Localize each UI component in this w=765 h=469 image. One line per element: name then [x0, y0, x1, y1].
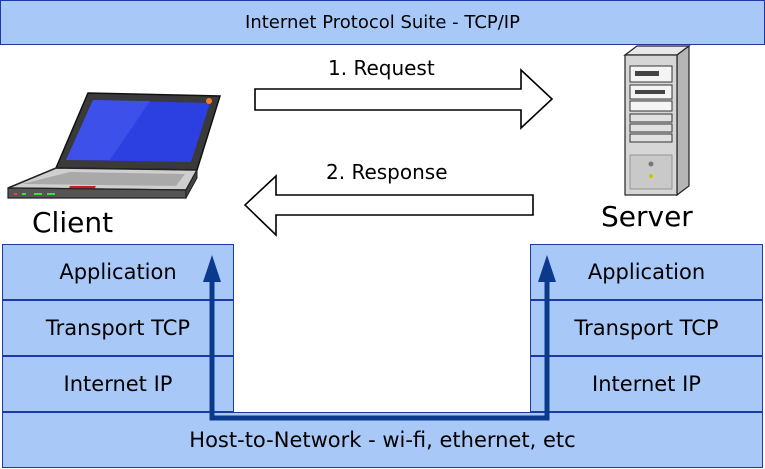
server-application-layer: Application [530, 244, 763, 300]
client-transport-layer: Transport TCP [2, 300, 234, 356]
server-internet-layer: Internet IP [530, 356, 763, 412]
client-label: Client [32, 206, 114, 239]
network-layer: Host-to-Network - wi-fi, ethernet, etc [2, 412, 763, 468]
client-application-layer: Application [2, 244, 234, 300]
client-internet-layer: Internet IP [2, 356, 234, 412]
server-label: Server [601, 200, 693, 233]
server-transport-layer: Transport TCP [530, 300, 763, 356]
diagram-title: Internet Protocol Suite - TCP/IP [0, 0, 765, 45]
response-label: 2. Response [326, 160, 448, 184]
request-label: 1. Request [328, 56, 435, 80]
